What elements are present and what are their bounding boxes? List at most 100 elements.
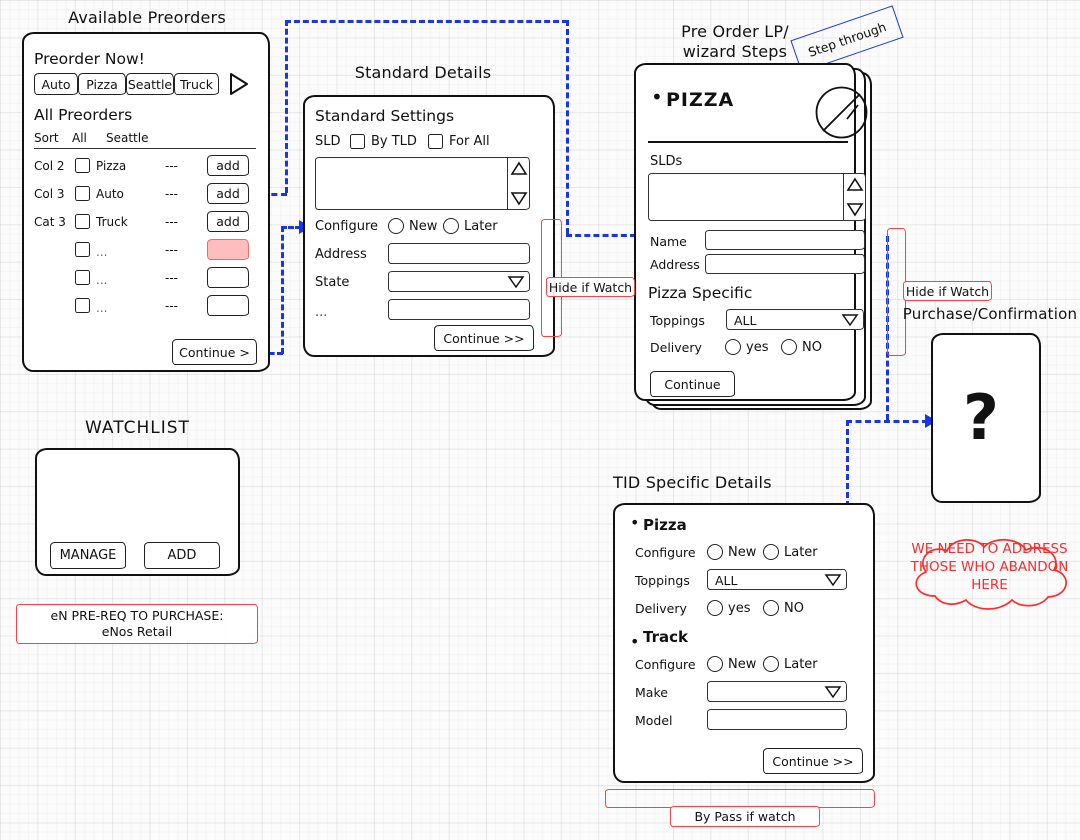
row-add-button-pizza[interactable]: add [207,155,249,176]
configure-label: Configure [315,219,379,234]
available-preorders-continue-button[interactable]: Continue > [172,339,257,365]
tid-track-model-label: Model [635,713,673,728]
row-action-button-5[interactable] [207,267,249,288]
tid-specific-continue-button[interactable]: Continue >> [763,748,863,774]
row-dashes-6: --- [165,299,178,313]
row-name-auto: Auto [96,187,124,201]
row-checkbox-pizza[interactable] [75,158,90,173]
row-checkbox-6[interactable] [75,298,90,313]
connector-to-pizza-name [566,234,636,237]
abandon-cloud-annotation [902,534,1077,614]
sld-list-scrollbar[interactable] [507,158,529,209]
connector-continue-vertical [281,226,284,354]
slds-scrollbox[interactable] [648,173,866,221]
row-checkbox-4[interactable] [75,242,90,257]
pizza-specific-heading: Pizza Specific [648,284,753,302]
address-input[interactable] [388,243,530,264]
column-header-sort: Sort [34,131,59,145]
radio-label-delivery-no: NO [802,340,822,355]
tid-pizza-toppings-select[interactable]: ALL [707,569,847,590]
pre-order-lp-continue-button[interactable]: Continue [650,371,735,397]
pre-req-annotation: eN PRE-REQ TO PURCHASE: eNos Retail [16,604,258,644]
filter-chip-truck[interactable]: Truck [174,73,219,95]
tid-pizza-toppings-value: ALL [715,573,738,588]
row-checkbox-auto[interactable] [75,186,90,201]
row-action-button-6[interactable] [207,295,249,316]
filter-chip-auto[interactable]: Auto [34,73,78,95]
sld-label: SLD [315,134,341,149]
column-header-seattle: Seattle [106,131,149,145]
radio-delivery-no[interactable] [781,339,797,355]
radio-label-new: New [409,219,438,234]
checkbox-for-all[interactable] [428,134,443,149]
row-action-button-highlighted[interactable] [207,239,249,260]
tid-pizza-delivery-label: Delivery [635,601,687,616]
slds-scroll-down-icon[interactable] [846,203,863,217]
tid-radio-pizza-configure-new[interactable] [707,544,723,560]
available-preorders-title: Available Preorders [68,8,226,27]
row-sort-cat3: Cat 3 [34,215,66,229]
filter-chip-pizza[interactable]: Pizza [78,73,126,95]
by-pass-if-watch-label: By Pass if watch [670,806,820,827]
tid-radio-label-track-later: Later [784,657,818,672]
row-checkbox-5[interactable] [75,270,90,285]
play-triangle-icon[interactable] [227,72,251,96]
state-label: State [315,275,350,290]
row-dashes-4: --- [165,243,178,257]
pizza-name-input[interactable] [705,230,865,250]
slds-scroll-up-icon[interactable] [846,177,863,191]
preorder-now-heading: Preorder Now! [34,50,145,68]
toppings-label: Toppings [650,313,705,328]
tid-track-make-select[interactable] [707,681,847,702]
radio-delivery-yes[interactable] [725,339,741,355]
tid-radio-label-pizza-later: Later [784,545,818,560]
abandon-cloud-line3: HERE [971,577,1008,593]
standard-settings-heading: Standard Settings [315,107,455,125]
tid-radio-track-configure-new[interactable] [707,656,723,672]
pizza-heading: PIZZA [666,89,735,111]
row-sort-col2: Col 2 [34,159,65,173]
standard-details-title: Standard Details [354,63,492,82]
connector-top-right-vertical [566,20,569,234]
row-checkbox-truck[interactable] [75,214,90,229]
pizza-name-label: Name [650,234,687,249]
scroll-up-icon[interactable] [510,161,527,175]
radio-configure-new[interactable] [388,218,404,234]
row-add-button-auto[interactable]: add [207,183,249,204]
tid-radio-pizza-configure-later[interactable] [763,544,779,560]
sld-list-scrollbox[interactable] [315,157,530,210]
scroll-down-icon[interactable] [510,192,527,206]
circle-slash-x-icon[interactable] [814,85,869,140]
slds-scrollbar[interactable] [843,174,865,220]
extra-field-input[interactable] [388,299,530,320]
watchlist-title: WATCHLIST [85,418,190,438]
hide-if-watch-label-2: Hide if Watch [903,281,992,301]
checkbox-by-tld[interactable] [350,134,365,149]
tid-radio-track-configure-later[interactable] [763,656,779,672]
purchase-confirmation-title: Purchase/Confirmation [902,305,1078,323]
pizza-header-divider [648,141,848,143]
pizza-address-input[interactable] [705,254,865,274]
row-add-button-truck[interactable]: add [207,211,249,232]
connector-to-purchase [846,420,928,423]
row-name-truck: Truck [96,215,128,229]
tid-specific-details-panel [613,503,875,783]
toppings-select[interactable]: ALL [726,309,864,330]
watchlist-add-button[interactable]: ADD [144,542,220,569]
pizza-bullet: • [651,85,663,109]
row-dashes-3: --- [165,215,178,229]
radio-label-later: Later [464,219,498,234]
delivery-label: Delivery [650,340,702,355]
abandon-cloud-line2: THOSE WHO ABANDON [910,559,1069,575]
filter-chip-seattle[interactable]: Seattle [126,73,174,95]
connector-top-left-vertical [285,20,288,193]
pizza-address-label: Address [650,257,700,272]
pre-req-line1: eN PRE-REQ TO PURCHASE: [50,608,224,624]
tid-track-model-input[interactable] [707,709,847,730]
watchlist-manage-button[interactable]: MANAGE [50,542,126,569]
tid-radio-pizza-delivery-yes[interactable] [707,600,723,616]
standard-details-continue-button[interactable]: Continue >> [434,325,534,351]
state-select[interactable] [388,271,530,292]
radio-configure-later[interactable] [443,218,459,234]
tid-radio-pizza-delivery-no[interactable] [763,600,779,616]
